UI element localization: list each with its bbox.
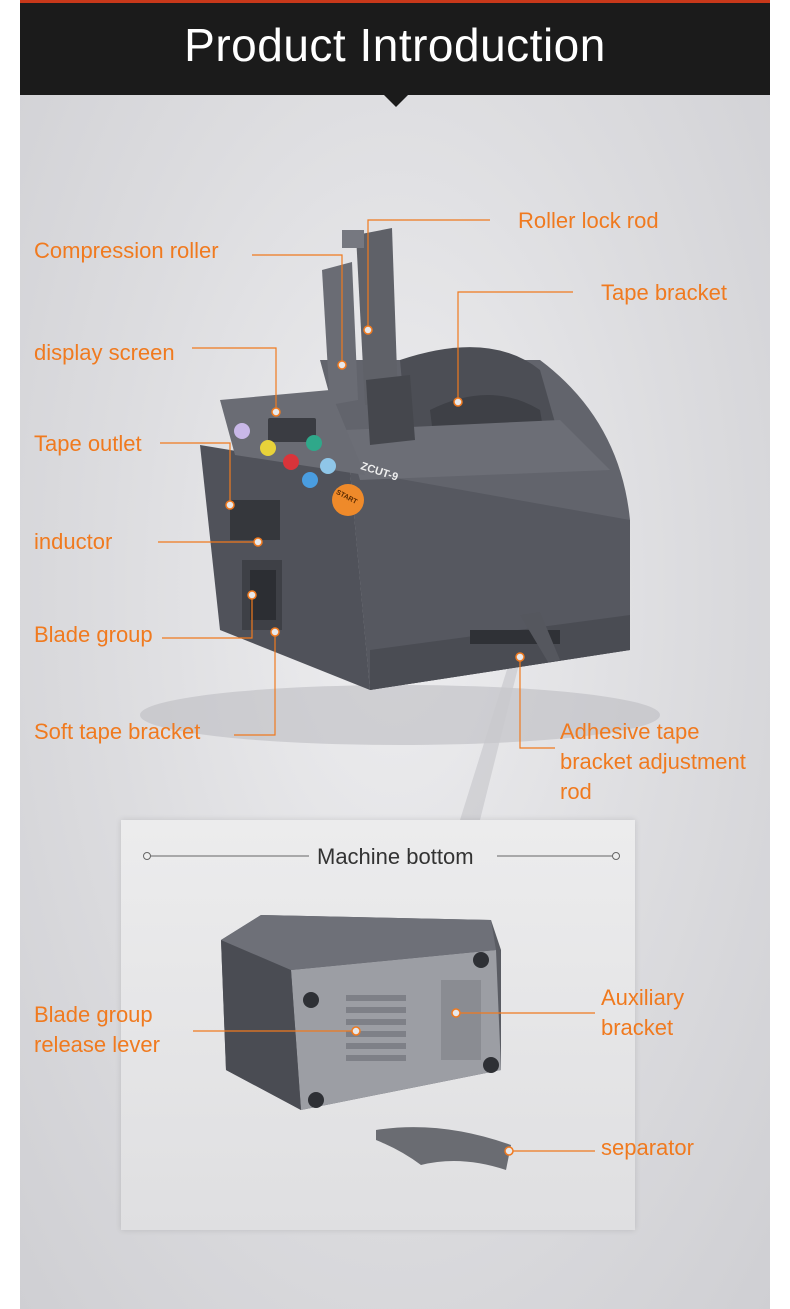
label-roller-lock-rod: Roller lock rod [518,208,659,233]
label-tape-bracket: Tape bracket [601,280,727,305]
machine-bottom-panel: Machine bottom [121,820,635,1230]
label-separator: separator [601,1135,694,1160]
banner-accent-line [20,0,770,3]
header-banner: Product Introduction [20,0,770,95]
label-adhesive-tape-bracket-adjustment-rod: Adhesive tape bracket adjustment rod [560,719,746,804]
machine-bottom-illustration [143,852,620,1170]
product-page: Product Introduction [20,0,770,1309]
label-inductor: inductor [34,529,113,554]
banner-notch [384,95,408,107]
label-compression-roller: Compression roller [34,238,219,263]
label-soft-tape-bracket: Soft tape bracket [34,719,201,744]
machine-bottom-title: Machine bottom [317,844,474,869]
page-title: Product Introduction [184,19,606,71]
label-blade-group-release-lever: Blade group release lever [34,1002,160,1057]
label-display-screen: display screen [34,340,175,365]
label-auxiliary-bracket: Auxiliary bracket [601,985,685,1040]
label-tape-outlet: Tape outlet [34,431,142,456]
tape-dispenser-illustration [140,219,660,820]
label-blade-group: Blade group [34,622,153,647]
